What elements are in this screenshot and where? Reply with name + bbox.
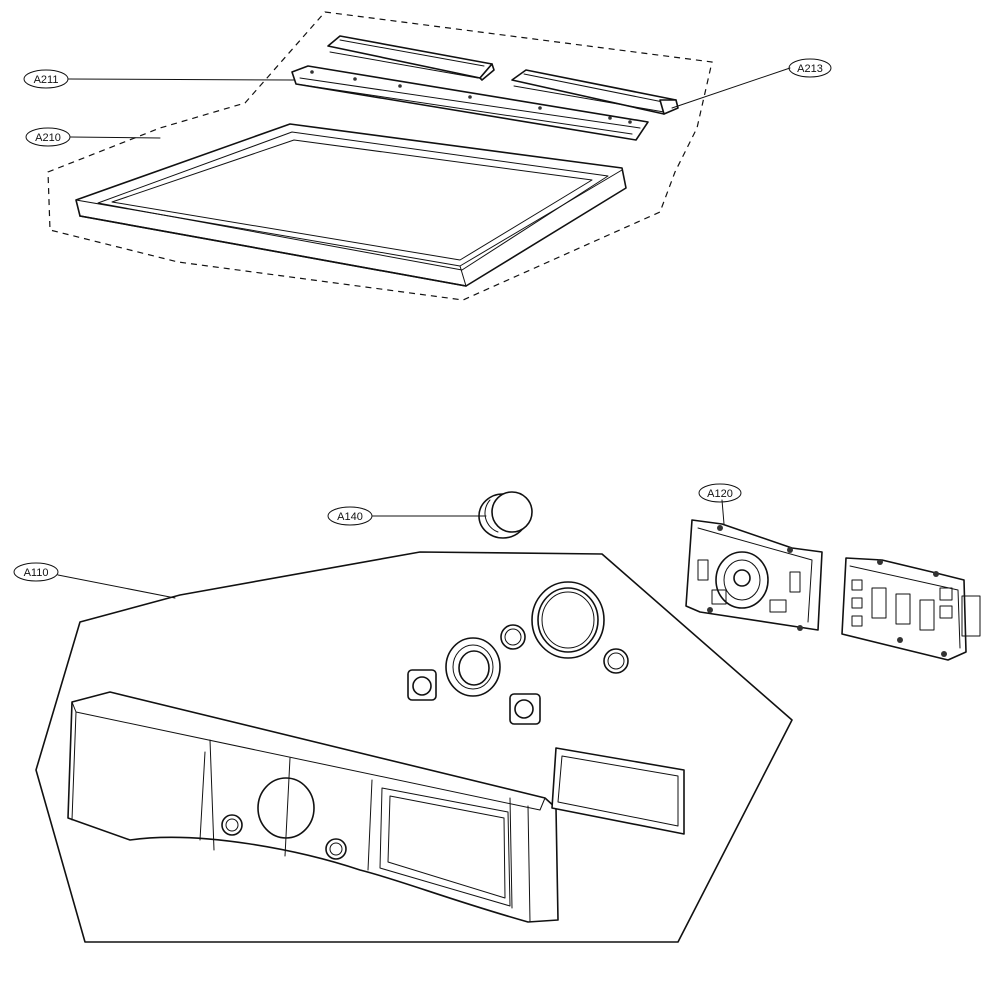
callout-label: A120 — [707, 488, 733, 500]
dial-ring-part — [531, 581, 605, 659]
control-panel-assembly-group — [35, 491, 981, 943]
knob-ring-part — [445, 637, 501, 697]
lid-frame-part-A210 — [75, 123, 627, 287]
callout-label: A213 — [797, 63, 823, 75]
callout-label: A211 — [34, 74, 59, 86]
top-assembly-boundary — [47, 11, 713, 301]
small-ring-part-right — [603, 648, 629, 674]
small-ring-part-left — [500, 624, 526, 650]
callout-A110: A110 — [13, 562, 59, 582]
callout-A211: A211 — [23, 69, 69, 89]
display-lens-part — [551, 747, 685, 835]
callout-A120: A120 — [698, 483, 742, 503]
callout-label: A110 — [24, 567, 49, 579]
callout-A210: A210 — [25, 127, 71, 147]
callout-A213: A213 — [788, 58, 832, 78]
leader-lines — [57, 67, 791, 599]
pcb-part-A120 — [685, 519, 823, 631]
bracket-part-A213 — [511, 69, 679, 115]
control-panel-assembly-boundary — [35, 551, 793, 943]
callout-A140: A140 — [327, 506, 373, 526]
callout-label: A210 — [35, 132, 61, 144]
rail-part-A211 — [291, 65, 649, 141]
bracket-part-left — [327, 35, 495, 81]
push-button-part-left — [407, 669, 437, 701]
top-assembly-group — [47, 11, 713, 301]
knob-part-A140 — [478, 491, 533, 539]
callout-label: A140 — [337, 511, 363, 523]
control-panel-housing-A110 — [67, 691, 559, 923]
pcb-part-right — [841, 557, 981, 661]
push-button-part-right — [509, 693, 541, 725]
